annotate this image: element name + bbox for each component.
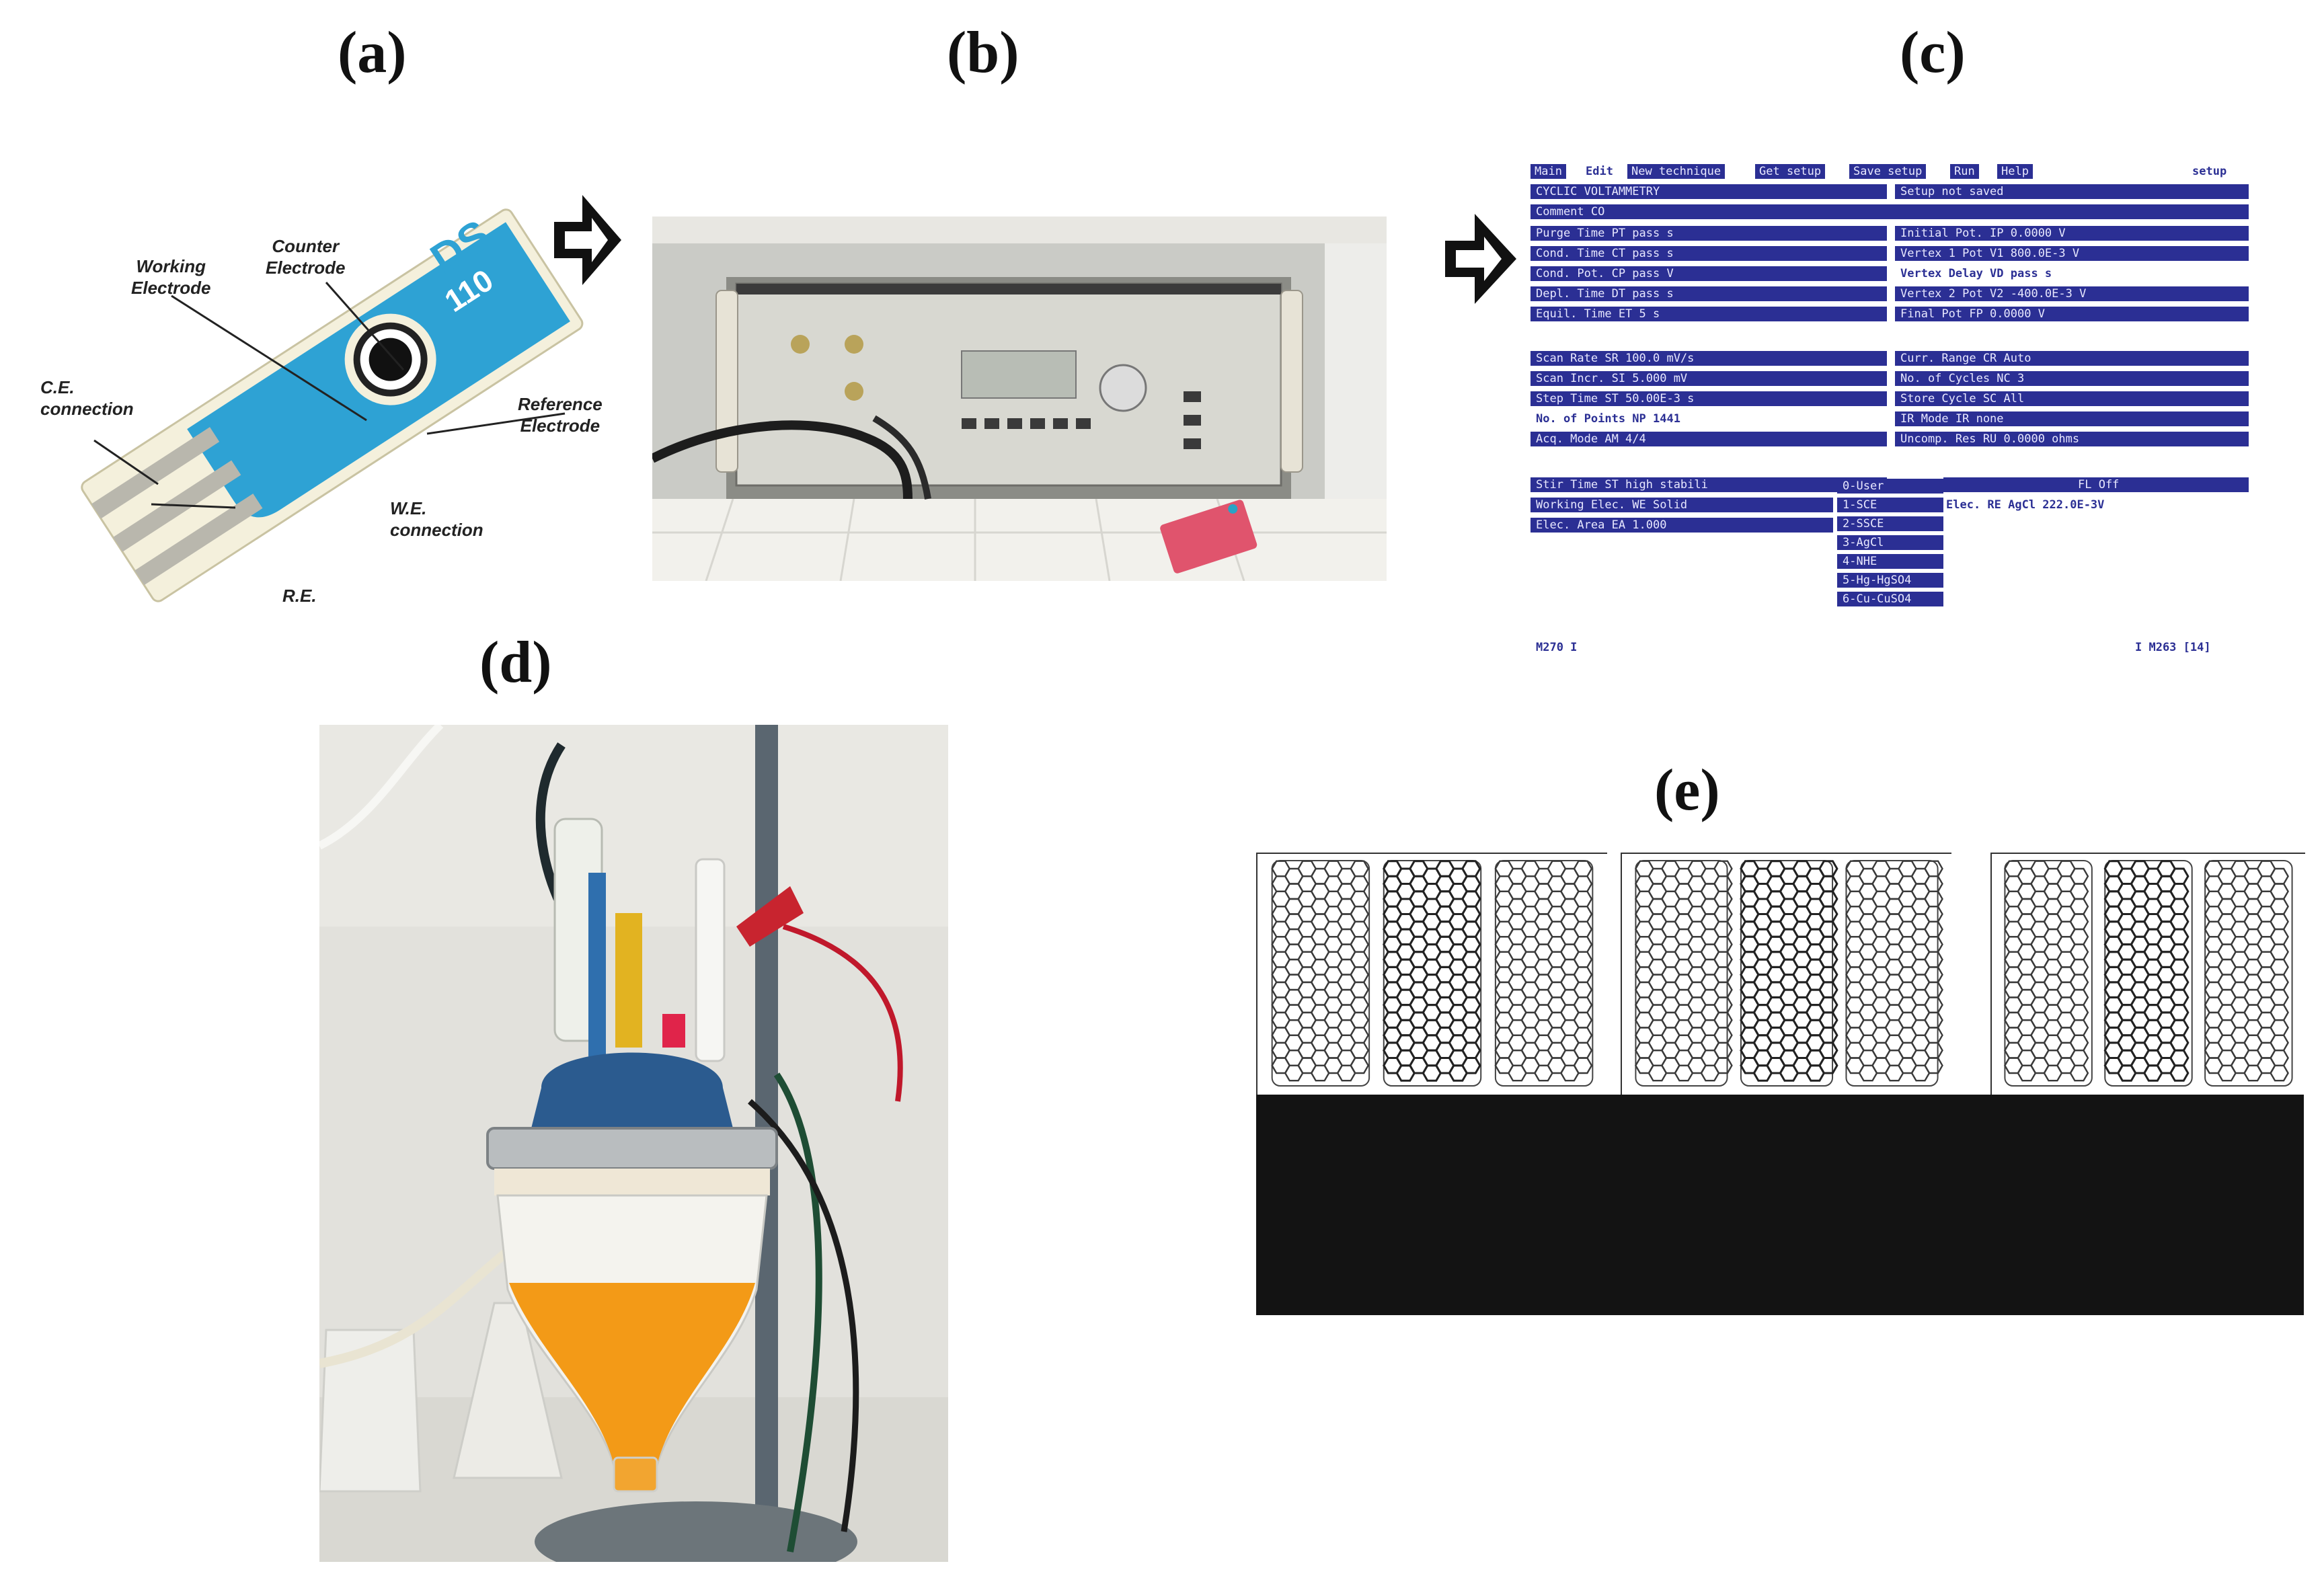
nanotube xyxy=(2103,860,2193,1087)
panel-label-d: (d) xyxy=(479,630,552,695)
arrow-right-icon xyxy=(554,195,621,285)
param-row[interactable]: Elec. Area EA 1.000 xyxy=(1531,518,1833,533)
callout-re-connection: R.E. xyxy=(282,586,317,606)
param-row[interactable]: Working Elec. WE Solid xyxy=(1531,498,1833,512)
param-row[interactable]: Scan Rate SR 100.0 mV/s xyxy=(1531,351,1887,366)
param-row[interactable]: Step Time ST 50.00E-3 s xyxy=(1531,391,1887,406)
nanotube-group xyxy=(1621,853,1951,1096)
status-footer-right: I M263 [14] xyxy=(2135,641,2211,654)
nanotube xyxy=(1494,860,1594,1087)
reference-electrode-dropdown[interactable]: 0-User 1-SCE 2-SSCE 3-AgCl 4-NHE 5-Hg-Hg… xyxy=(1837,479,1943,611)
param-row[interactable]: No. of Cycles NC 3 xyxy=(1895,371,2249,386)
panel-label-c: (c) xyxy=(1900,20,1966,85)
menu-main[interactable]: Main xyxy=(1531,164,1566,179)
nanotube xyxy=(1635,860,1733,1087)
param-row[interactable]: Uncomp. Res RU 0.0000 ohms xyxy=(1895,432,2249,446)
param-row[interactable]: Final Pot FP 0.0000 V xyxy=(1895,307,2249,321)
dropdown-option[interactable]: 1-SCE xyxy=(1837,498,1943,512)
param-row[interactable]: Elec. RE AgCl 222.0E-3V xyxy=(1946,498,2105,512)
menu-get-setup[interactable]: Get setup xyxy=(1755,164,1826,179)
param-row[interactable]: Curr. Range CR Auto xyxy=(1895,351,2249,366)
menu-edit[interactable]: Edit xyxy=(1586,165,1613,178)
technique-title: CYCLIC VOLTAMMETRY xyxy=(1531,184,1887,199)
electrode-strip-illustration xyxy=(81,208,584,602)
param-row[interactable]: Vertex 1 Pot V1 800.0E-3 V xyxy=(1895,246,2249,261)
param-row[interactable]: IR Mode IR none xyxy=(1895,411,2249,426)
param-row[interactable]: Initial Pot. IP 0.0000 V xyxy=(1895,226,2249,241)
nanotube xyxy=(2004,860,2093,1087)
menu-save-setup[interactable]: Save setup xyxy=(1849,164,1927,179)
nanotube xyxy=(1845,860,1943,1087)
param-row[interactable]: Purge Time PT pass s xyxy=(1531,226,1887,241)
menu-new-technique[interactable]: New technique xyxy=(1627,164,1726,179)
nanotube xyxy=(1383,860,1482,1087)
dropdown-option[interactable]: 4-NHE xyxy=(1837,554,1943,569)
dropdown-option[interactable]: 2-SSCE xyxy=(1837,516,1943,531)
software-setup-screen: Main Edit New technique Get setup Save s… xyxy=(1526,161,2253,672)
param-row[interactable]: No. of Points NP 1441 xyxy=(1536,412,1680,426)
electrochemical-cell-photo xyxy=(319,725,948,1562)
param-row[interactable]: Store Cycle SC All xyxy=(1895,391,2249,406)
dropdown-option[interactable]: 0-User xyxy=(1837,479,1943,494)
potentiostat-illustration xyxy=(652,217,1387,581)
panel-label-b: (b) xyxy=(947,20,1019,85)
param-row[interactable]: Vertex 2 Pot V2 -400.0E-3 V xyxy=(1895,286,2249,301)
param-row[interactable]: Cond. Pot. CP pass V xyxy=(1531,266,1887,281)
param-row[interactable]: Cond. Time CT pass s xyxy=(1531,246,1887,261)
electrochemical-cell-illustration xyxy=(319,725,948,1562)
dropdown-option-selected[interactable]: 3-AgCl xyxy=(1837,535,1943,550)
carbon-nanotube-electrode-schematic xyxy=(1255,853,2311,1316)
menu-run[interactable]: Run xyxy=(1950,164,1979,179)
setup-status: Setup not saved xyxy=(1895,184,2249,199)
nanotube xyxy=(1271,860,1370,1087)
nanotube-group xyxy=(1256,853,1607,1096)
status-footer-left: M270 I xyxy=(1536,641,1578,654)
param-row[interactable]: Acq. Mode AM 4/4 xyxy=(1531,432,1887,446)
comment-field[interactable]: Comment CO xyxy=(1531,204,2249,219)
nanotube-illustration xyxy=(1635,860,1943,1087)
nanotube-illustration xyxy=(1271,860,1594,1087)
nanotube-illustration xyxy=(2004,860,2293,1087)
arrow-right-icon xyxy=(1445,214,1516,304)
callout-ce-connection: C.E.connection xyxy=(40,377,134,419)
param-row[interactable]: Depl. Time DT pass s xyxy=(1531,286,1887,301)
param-row[interactable]: FL Off xyxy=(1943,477,2249,492)
panel-label-a: (a) xyxy=(338,20,407,85)
param-row[interactable]: Vertex Delay VD pass s xyxy=(1900,267,2052,280)
nanotube xyxy=(1740,860,1838,1087)
electrode-substrate xyxy=(1256,1095,2304,1315)
param-row[interactable]: Equil. Time ET 5 s xyxy=(1531,307,1887,321)
callout-we-connection: W.E.connection xyxy=(390,498,483,540)
panel-label-e: (e) xyxy=(1654,758,1720,823)
potentiostat-photo xyxy=(652,217,1387,581)
param-row[interactable]: Scan Incr. SI 5.000 mV xyxy=(1531,371,1887,386)
nanotube xyxy=(2204,860,2293,1087)
dropdown-option[interactable]: 5-Hg-HgSO4 xyxy=(1837,573,1943,588)
dropdown-option[interactable]: 6-Cu-CuSO4 xyxy=(1837,592,1943,606)
nanotube-group xyxy=(1990,853,2305,1096)
param-row[interactable]: Stir Time ST high stabili xyxy=(1531,477,1887,492)
menu-setup-indicator: setup xyxy=(2192,165,2227,178)
menu-help[interactable]: Help xyxy=(1997,164,2033,179)
